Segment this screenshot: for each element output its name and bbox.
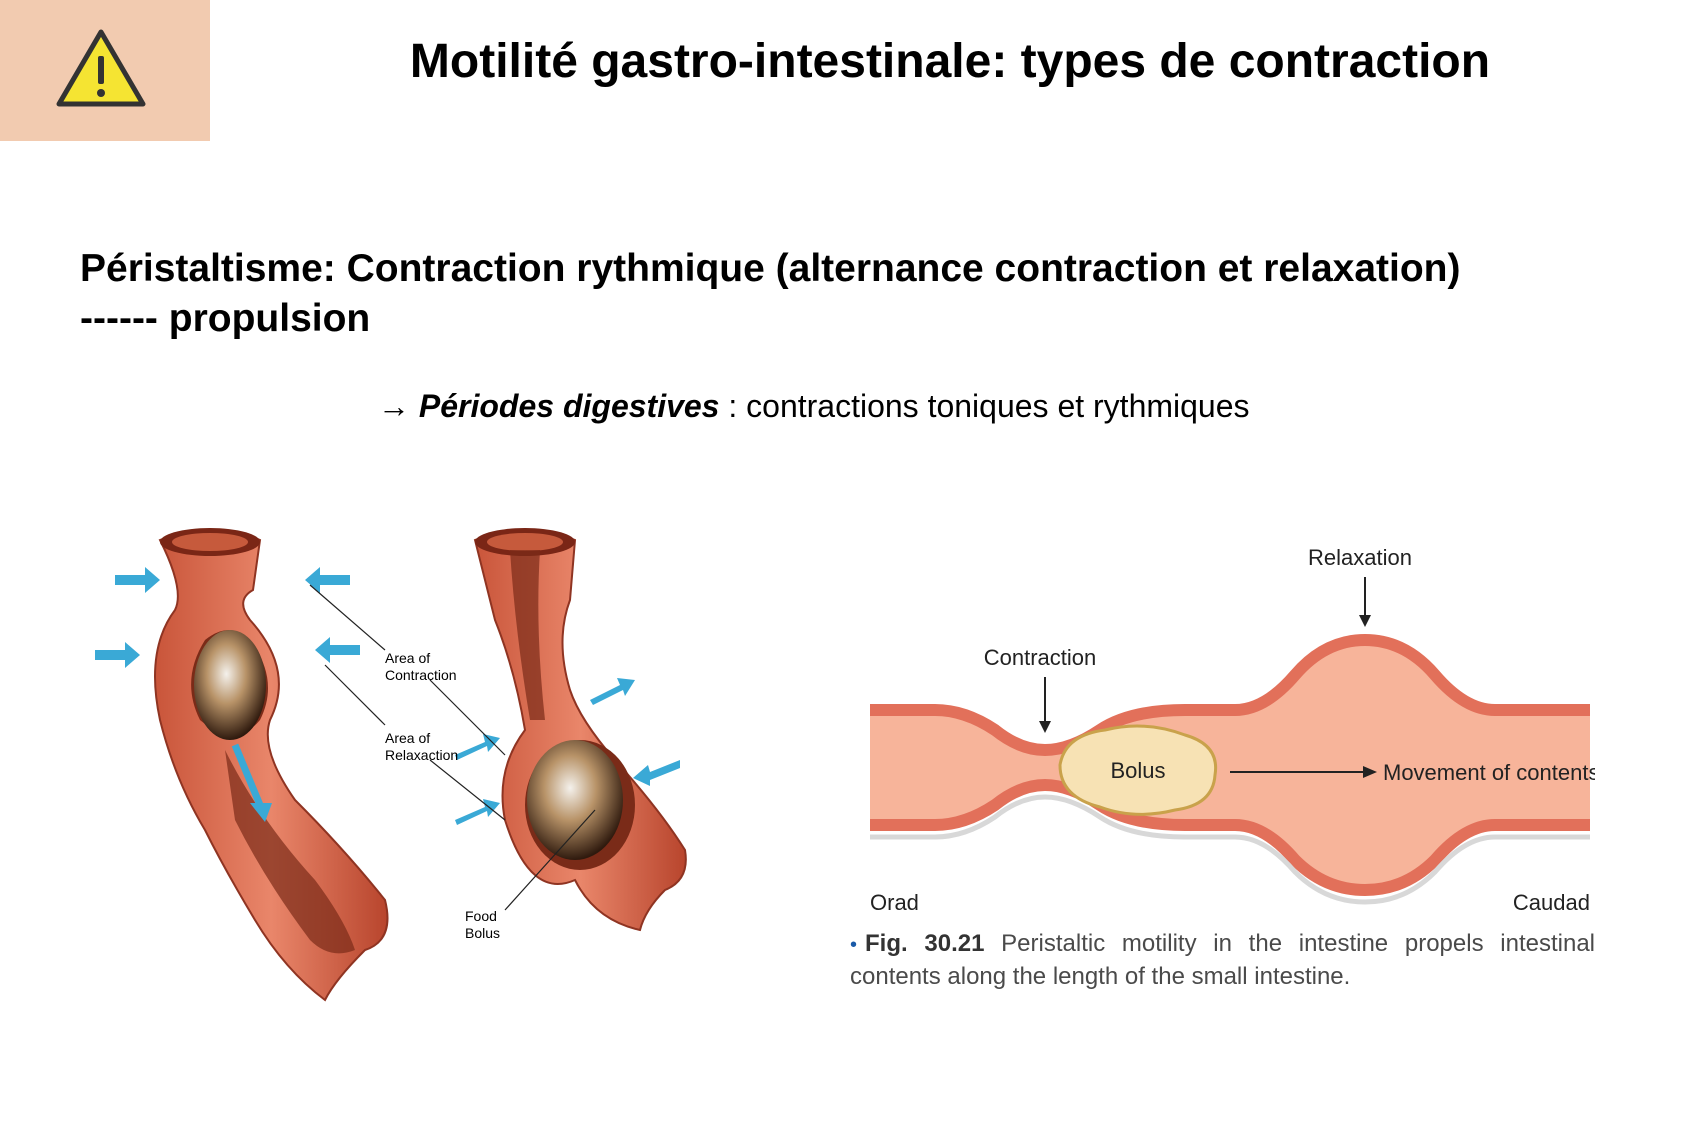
- caption-figure-number: Fig. 30.21: [865, 930, 985, 957]
- contraction-label: Contraction: [984, 645, 1097, 670]
- label-food-bolus-1: Food: [465, 908, 497, 924]
- relaxation-label: Relaxation: [1308, 545, 1412, 570]
- warning-triangle-icon: [56, 29, 146, 107]
- intestine-upper-wall: [870, 633, 1590, 757]
- contraction-arrows: [95, 567, 360, 668]
- bolus-shape: [1058, 724, 1218, 816]
- relaxation-pointer-head: [1359, 615, 1371, 627]
- peristalsis-definition: Péristaltisme: Contraction rythmique (al…: [80, 247, 1461, 340]
- right-arrow-icon: →: [378, 388, 410, 424]
- label-food-bolus-2: Bolus: [465, 925, 500, 941]
- digestive-periods-line: → Périodes digestives : contractions ton…: [378, 388, 1250, 425]
- orad-label: Orad: [870, 890, 919, 915]
- warning-box: [0, 0, 210, 141]
- intestine-lower-wall: [870, 778, 1590, 897]
- label-area-of-relaxation-2: Relaxaction: [385, 747, 458, 763]
- digestive-periods-description: : contractions toniques et rythmiques: [719, 388, 1250, 424]
- caudad-label: Caudad: [1513, 890, 1590, 915]
- peristalsis-illustration: Area of Contraction Area of Relaxaction …: [95, 528, 687, 1002]
- relaxation-arrows: [455, 678, 680, 825]
- digestive-periods-term: Périodes digestives: [418, 388, 720, 424]
- slide-title: Motilité gastro-intestinale: types de co…: [409, 35, 1491, 88]
- caption-bullet: •: [850, 934, 858, 956]
- caption-text: Peristaltic motility in the intestine pr…: [850, 930, 1595, 990]
- bolus-label: Bolus: [1110, 758, 1165, 783]
- intestine-segment-contraction: [154, 528, 389, 1002]
- label-area-of-contraction-1: Area of: [385, 650, 430, 666]
- intestine-segment-relaxation: [473, 528, 687, 932]
- peristaltic-motility-diagram: Bolus Movement of contents Relaxation Co…: [870, 545, 1595, 915]
- lower-wall-shadow: [870, 794, 1590, 905]
- movement-arrow-head: [1363, 766, 1377, 778]
- intestine-lumen: [870, 640, 1590, 890]
- contraction-pointer-head: [1039, 721, 1051, 733]
- label-leader-lines: [309, 584, 596, 911]
- movement-label: Movement of contents: [1383, 760, 1595, 785]
- label-area-of-contraction-2: Contraction: [385, 667, 457, 683]
- label-area-of-relaxation-1: Area of: [385, 730, 430, 746]
- figure-caption: • Fig. 30.21 Peristaltic motility in the …: [850, 928, 1595, 992]
